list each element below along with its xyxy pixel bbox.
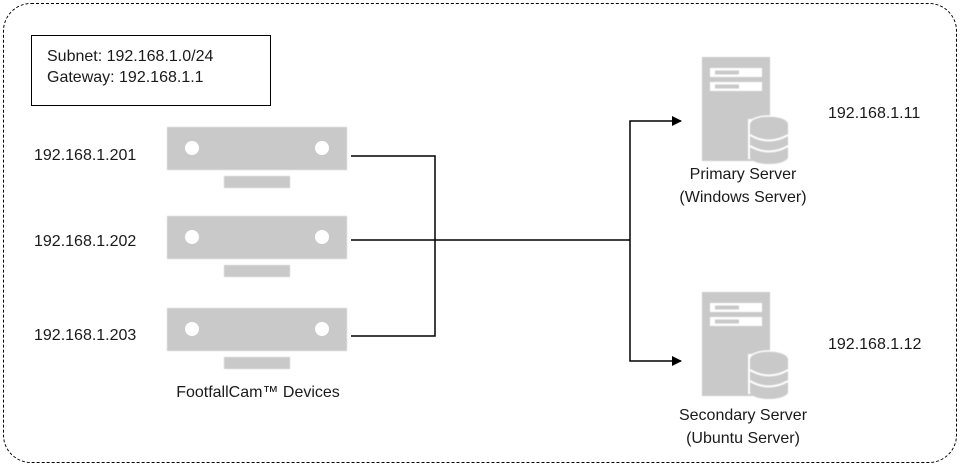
footfall-camera-icon [167,308,347,369]
link-device-1 [351,155,436,240]
link-to-primary-server [629,116,682,240]
gateway-label: Gateway: 192.168.1.1 [47,69,204,86]
primary-server-name: Primary Server [689,166,797,183]
link-device-3 [351,240,436,337]
secondary-server-name: Secondary Server [678,407,808,424]
network-info-box: Subnet: 192.168.1.0/24 Gateway: 192.168.… [31,35,271,106]
primary-server-os: (Windows Server) [679,189,807,206]
link-to-secondary-server [629,240,682,366]
footfall-camera-icon [167,127,347,188]
devices-group-label: FootfallCam™ Devices [176,384,340,401]
device-2-ip: 192.168.1.202 [34,233,137,250]
server-database-icon [702,292,790,399]
subnet-label: Subnet: 192.168.1.0/24 [47,48,214,65]
server-database-icon [702,57,790,164]
device-3-ip: 192.168.1.203 [34,327,137,344]
footfall-camera-icon [167,216,347,277]
secondary-server-ip: 192.168.1.12 [828,336,922,353]
secondary-server-os: (Ubuntu Server) [686,430,800,447]
device-1-ip: 192.168.1.201 [34,147,137,164]
primary-server-ip: 192.168.1.11 [828,105,921,122]
network-boundary [3,3,957,463]
